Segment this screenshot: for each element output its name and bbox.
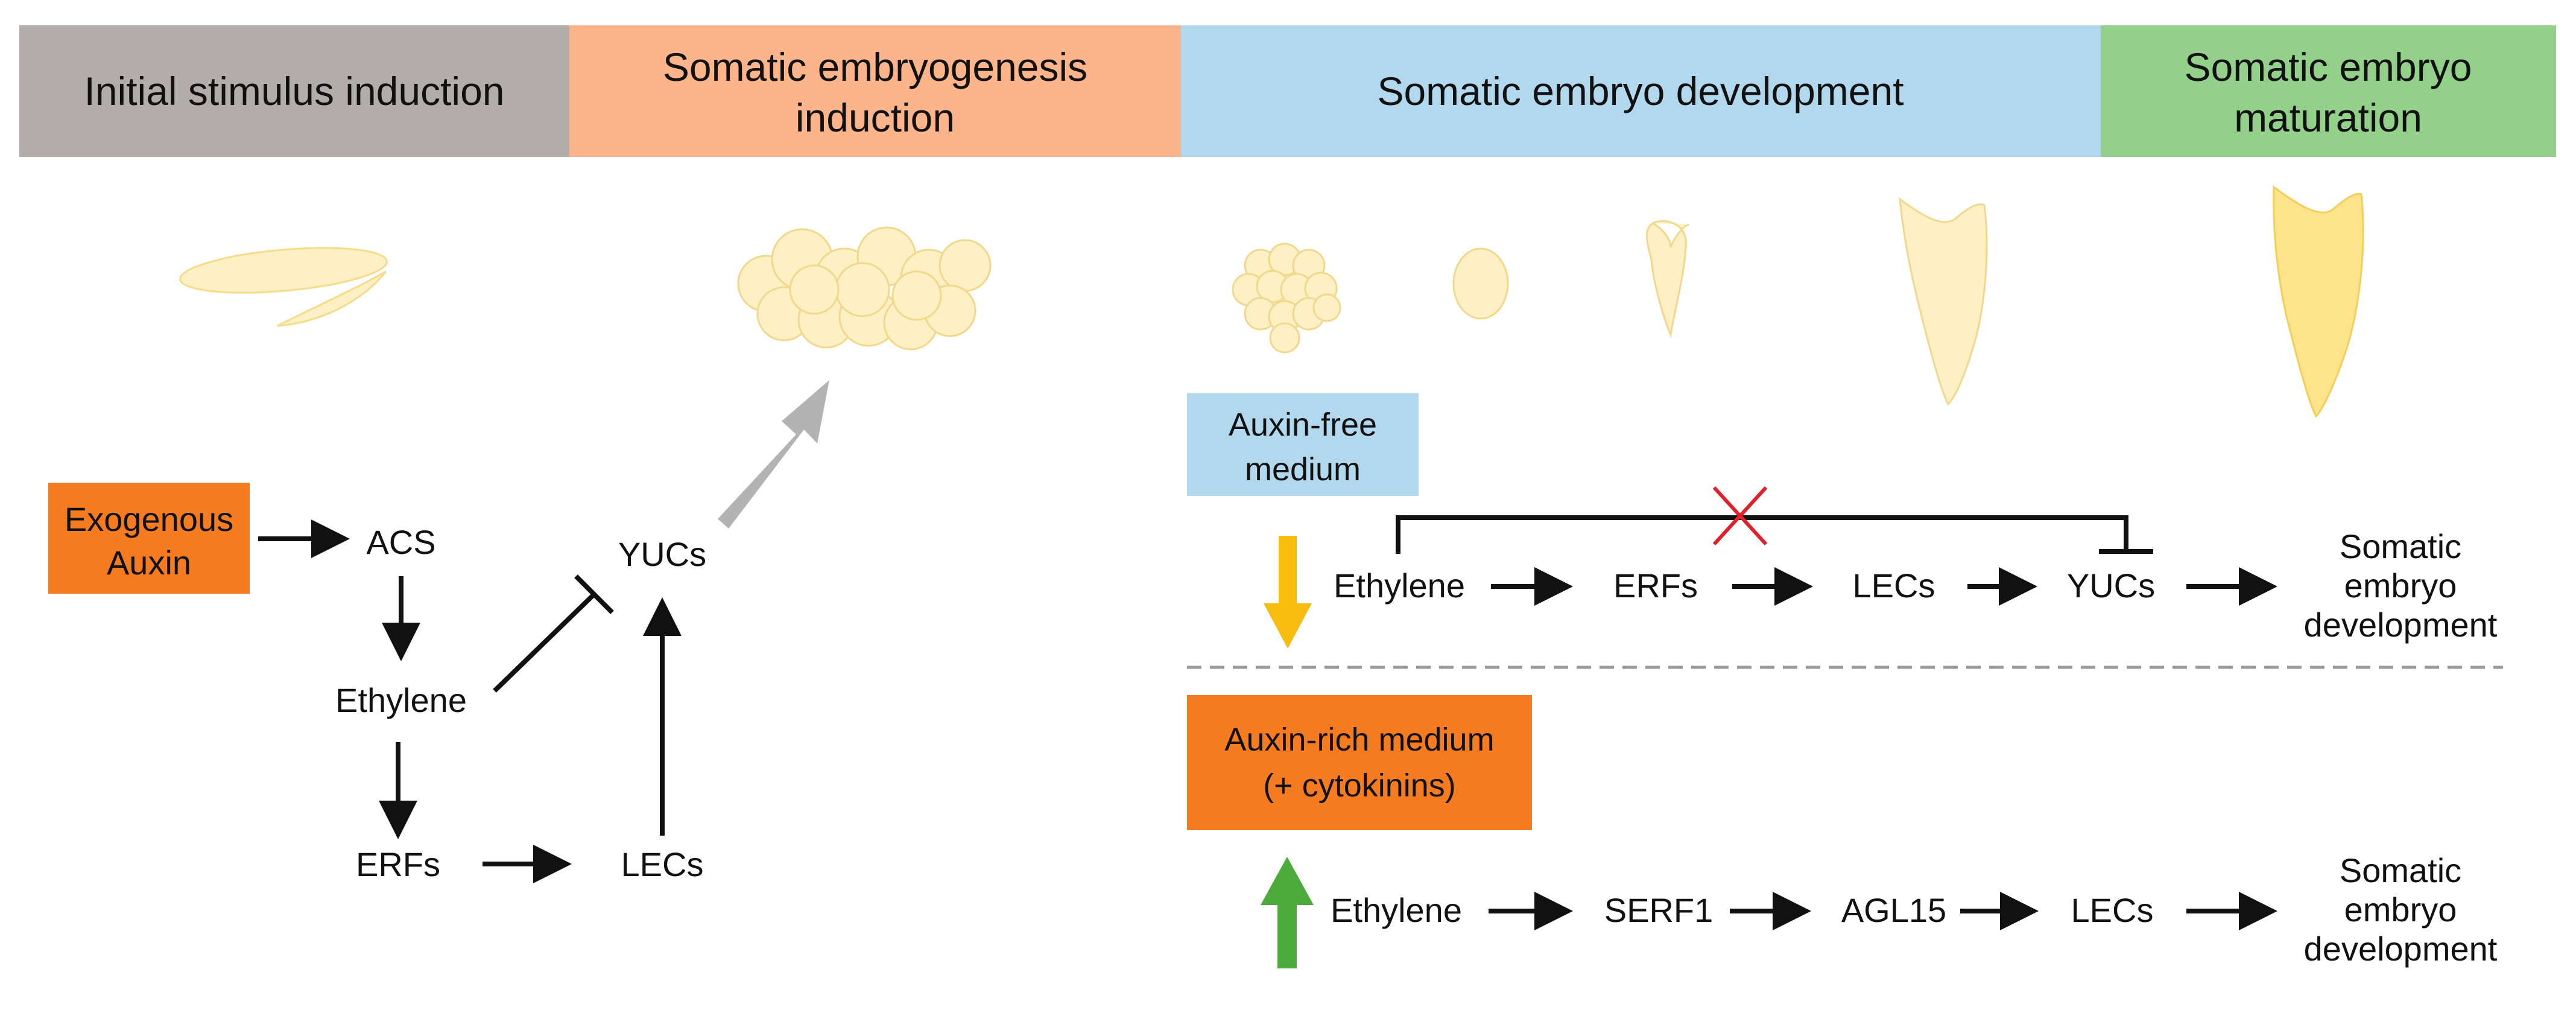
exogenous-auxin-label-line2: Auxin <box>107 544 191 582</box>
auxin-free-outcome-line2: embryo <box>2344 567 2457 605</box>
callus-icon <box>737 226 992 351</box>
stage-initial-label: Initial stimulus induction <box>84 69 505 113</box>
stage-maturation-band <box>2101 25 2556 157</box>
lecs-node: LECs <box>621 845 704 883</box>
auxin-rich-lecs: LECs <box>2071 891 2154 929</box>
auxin-free-yucs: YUCs <box>2067 567 2155 605</box>
globular-embryo-icon <box>1452 247 1509 320</box>
stage-initial-band <box>19 25 569 157</box>
mature-embryo-icon <box>2273 185 2364 418</box>
ethylene-node: Ethylene <box>335 681 467 719</box>
upward-arrow-icon <box>1261 857 1314 968</box>
auxin-rich-outcome-line3: development <box>2304 930 2498 968</box>
stage-development-label: Somatic embryo development <box>1377 69 1904 113</box>
inhibition-cross-icon <box>1712 486 1768 546</box>
exogenous-auxin-label-line1: Exogenous <box>65 500 233 538</box>
auxin-free-branch: Auxin-free medium Ethylene ERFs LECs YUC… <box>1187 393 2498 649</box>
auxin-rich-box <box>1187 695 1532 830</box>
auxin-free-erfs: ERFs <box>1613 567 1698 605</box>
stage-induction-label-line2: induction <box>796 95 955 140</box>
auxin-rich-ethylene: Ethylene <box>1331 891 1462 929</box>
auxin-free-label-line1: Auxin-free <box>1229 407 1377 443</box>
auxin-rich-branch: Auxin-rich medium (+ cytokinins) Ethylen… <box>1187 695 2498 968</box>
stage-induction-label-line1: Somatic embryogenesis <box>663 45 1087 89</box>
explant-icon <box>179 247 388 327</box>
ethylene-yucs-inhibition-line <box>1396 515 2128 554</box>
auxin-free-ethylene: Ethylene <box>1334 567 1465 605</box>
auxin-rich-label-line1: Auxin-rich medium <box>1224 722 1494 758</box>
auxin-free-outcome-line1: Somatic <box>2340 527 2461 565</box>
erfs-node: ERFs <box>356 845 440 883</box>
stage-induction-band <box>569 25 1181 157</box>
downward-arrow-icon <box>1264 536 1312 649</box>
yucs-node: YUCs <box>618 535 706 573</box>
acs-node: ACS <box>366 523 435 561</box>
heart-embryo-icon <box>1645 220 1689 338</box>
auxin-free-label-line2: medium <box>1245 451 1361 488</box>
auxin-rich-outcome-line1: Somatic <box>2340 851 2461 889</box>
auxin-rich-label-line2: (+ cytokinins) <box>1263 767 1456 804</box>
proembryo-icon <box>1232 243 1341 354</box>
stage-maturation-label-line2: maturation <box>2234 95 2422 140</box>
torpedo-embryo-icon <box>1899 197 1988 406</box>
auxin-rich-agl15: AGL15 <box>1841 891 1946 929</box>
auxin-free-box <box>1187 393 1419 496</box>
embryo-illustrations <box>179 185 2364 418</box>
auxin-free-outcome-line3: development <box>2304 606 2498 644</box>
left-pathway: Exogenous Auxin ACS Ethylene ERFs LECs Y… <box>48 380 829 883</box>
stage-maturation-label-line1: Somatic embryo <box>2185 45 2472 89</box>
stage-development-band <box>1181 25 2101 157</box>
inhibition-ethylene-yucs <box>493 574 614 693</box>
auxin-free-lecs: LECs <box>1853 567 1935 605</box>
auxin-rich-serf1: SERF1 <box>1604 891 1714 929</box>
big-arrow-icon <box>718 380 829 529</box>
auxin-rich-outcome-line2: embryo <box>2344 891 2457 929</box>
stage-header: Initial stimulus induction Somatic embry… <box>19 25 2556 157</box>
exogenous-auxin-box <box>48 483 250 594</box>
